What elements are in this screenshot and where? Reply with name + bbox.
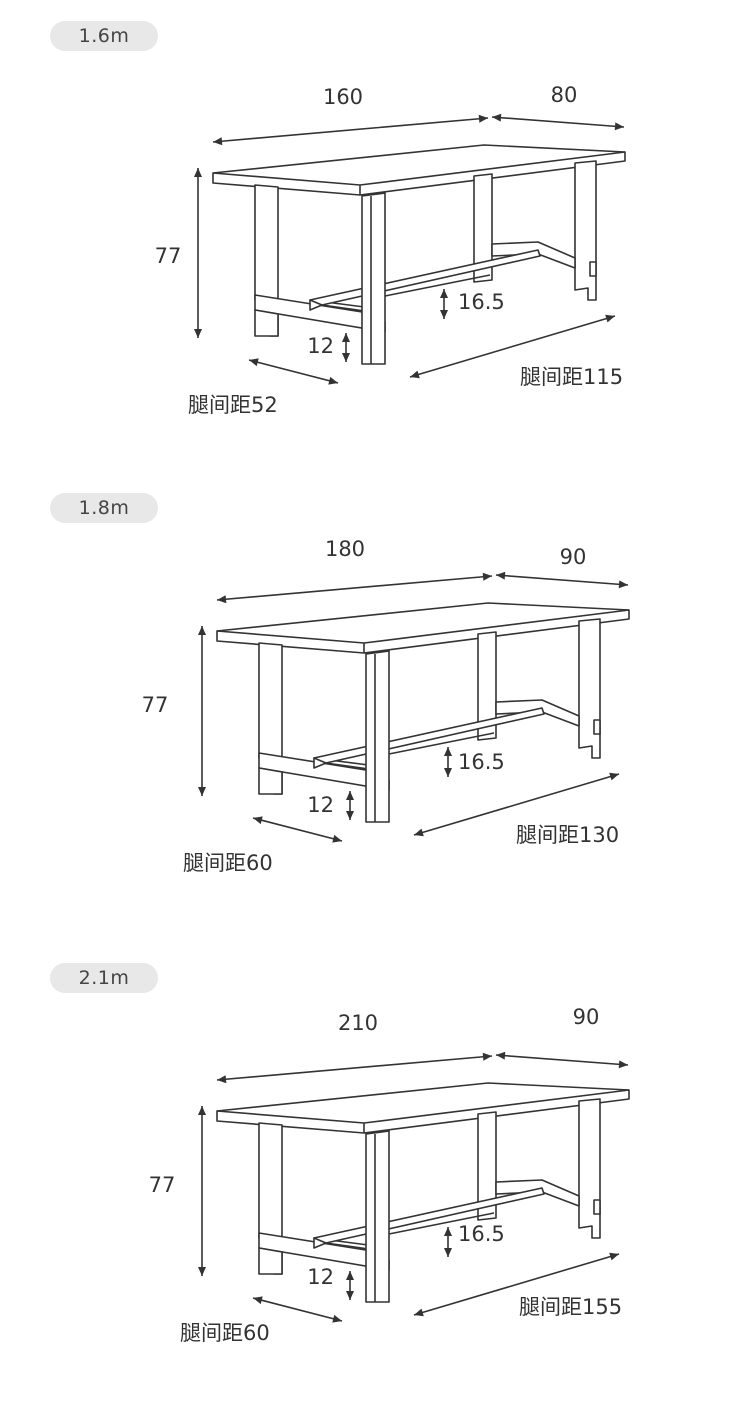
length-label: 180 [325,537,365,561]
height-label: 77 [149,1173,176,1197]
table-drawing [198,1051,630,1323]
crossbar-height-label: 16.5 [458,750,505,774]
table-panel-3: 2.1m 210 90 77 16.5 12 腿间距60 腿间距155 [0,942,750,1402]
depth-label: 80 [551,83,578,107]
table-drawing [194,113,626,385]
leg-gap-short-label: 腿间距60 [183,851,273,875]
length-label: 210 [338,1011,378,1035]
height-label: 77 [155,244,182,268]
leg-gap-long-label: 腿间距155 [519,1295,622,1319]
table-panel-1: 1.6m 160 80 77 16.5 12 腿间距52 腿间距115 [0,0,750,460]
size-badge: 2.1m [50,963,158,993]
table-drawing [198,571,630,843]
depth-label: 90 [560,545,587,569]
size-badge: 1.6m [50,21,158,51]
table-diagram: 160 80 77 16.5 12 腿间距52 腿间距115 [155,83,626,417]
foot-height-label: 12 [307,1265,334,1289]
leg-gap-long-label: 腿间距115 [520,365,623,389]
crossbar-height-label: 16.5 [458,1222,505,1246]
length-label: 160 [323,85,363,109]
crossbar-height-label: 16.5 [458,290,505,314]
leg-gap-short-label: 腿间距60 [180,1321,270,1345]
table-panel-2: 1.8m 180 90 77 16.5 12 腿间距60 腿间距130 [0,472,750,932]
size-badge: 1.8m [50,493,158,523]
leg-gap-long-label: 腿间距130 [516,823,619,847]
depth-label: 90 [573,1005,600,1029]
foot-height-label: 12 [307,793,334,817]
table-diagram: 210 90 77 16.5 12 腿间距60 腿间距155 [149,1005,630,1345]
height-label: 77 [142,693,169,717]
leg-gap-short-label: 腿间距52 [188,393,278,417]
table-diagram: 180 90 77 16.5 12 腿间距60 腿间距130 [142,537,630,875]
foot-height-label: 12 [307,334,334,358]
